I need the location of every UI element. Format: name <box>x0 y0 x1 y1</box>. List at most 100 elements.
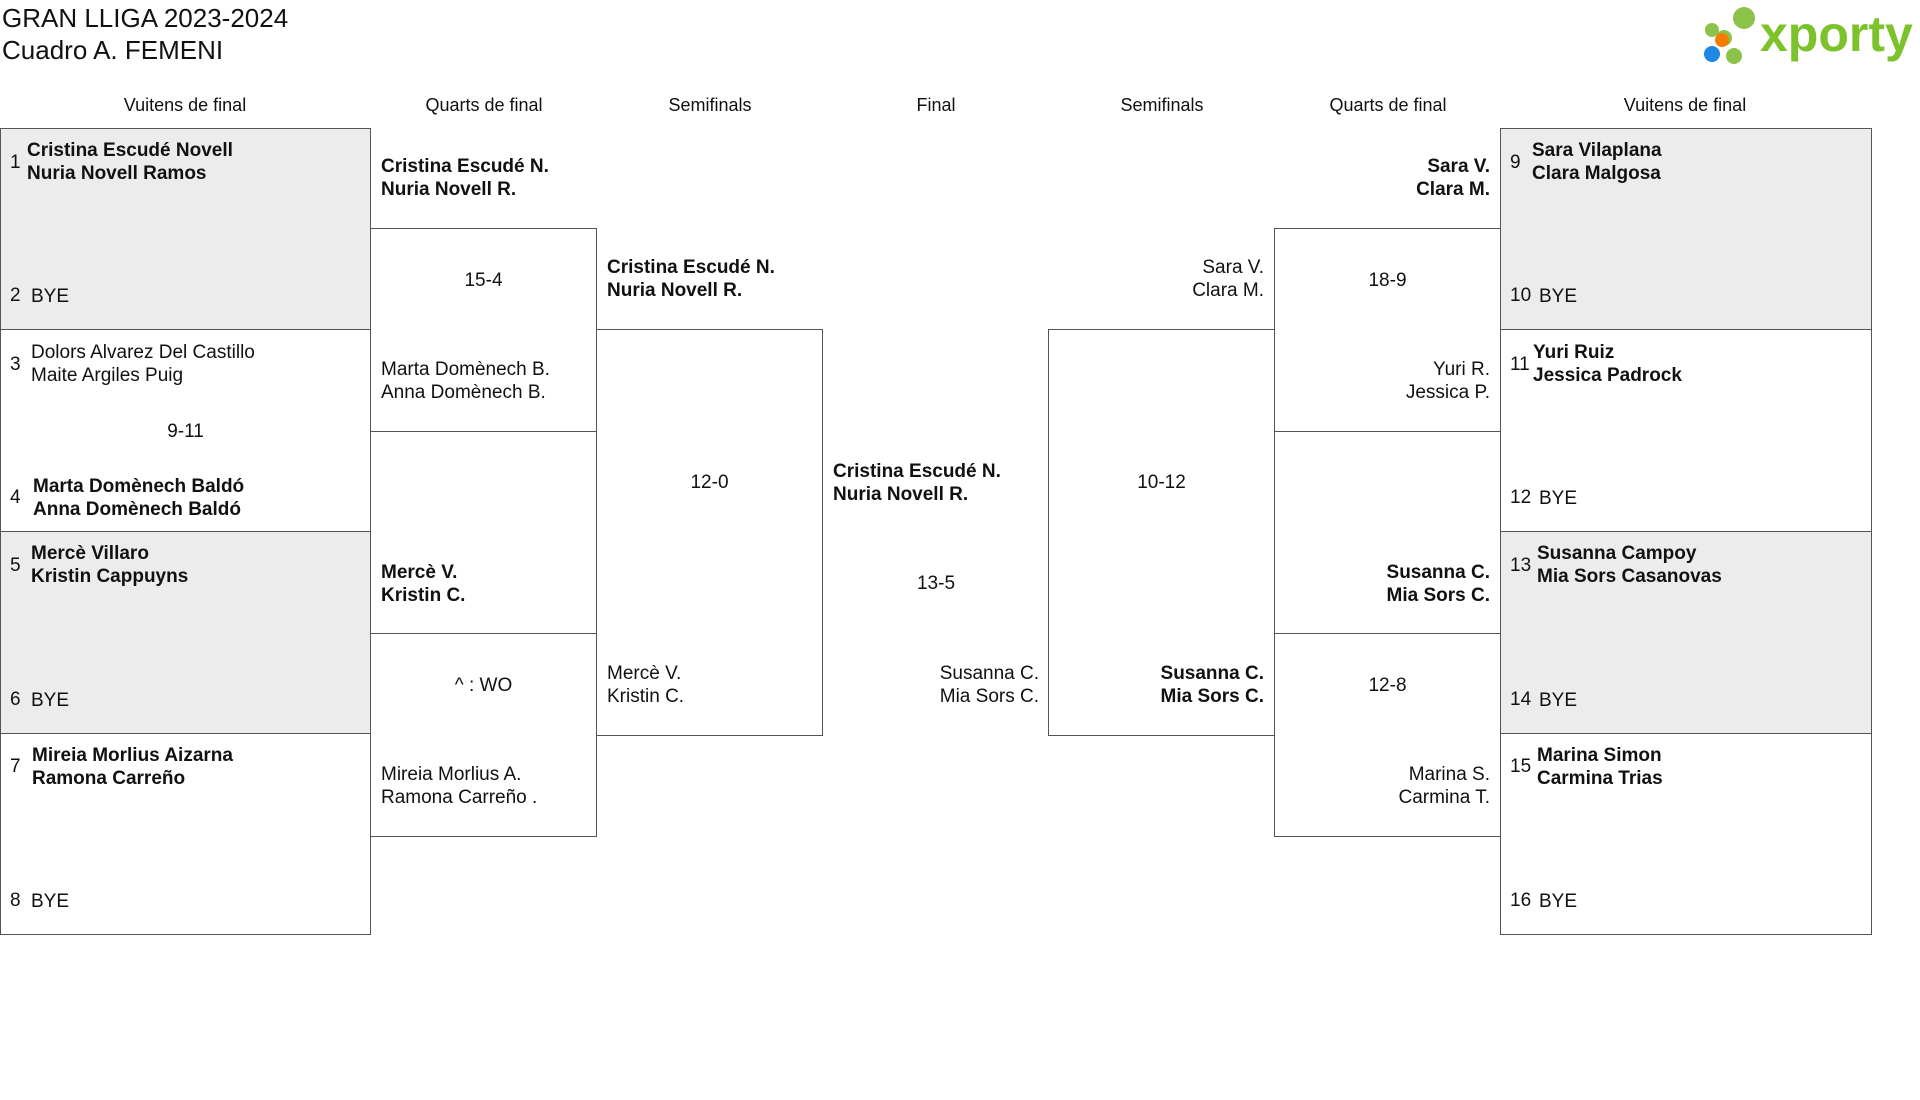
team-entry: Marina Simon Carmina Trias <box>1537 744 1663 790</box>
player-name: Mia Sors C. <box>1386 585 1490 606</box>
player-name: Sara V. <box>1202 257 1264 278</box>
bye-label: BYE <box>31 286 70 307</box>
team-entry: Susanna Campoy Mia Sors Casanovas <box>1537 542 1722 588</box>
match-score: ^ : WO <box>454 675 513 696</box>
team-entry: Mercè V. Kristin C. <box>381 561 465 607</box>
seed-number: 15 <box>1510 756 1532 777</box>
match-box <box>1048 329 1275 736</box>
round-header-qf-right: Quarts de final <box>1329 95 1447 115</box>
player-name: Anna Domènech Baldó <box>33 499 241 520</box>
team-entry: Cristina Escudé N. Nuria Novell R. <box>381 155 549 201</box>
seed-number: 1 <box>10 152 21 173</box>
match-box <box>1500 128 1872 330</box>
seed-number: 10 <box>1510 285 1532 306</box>
team-entry: Sara V. Clara M. <box>1048 256 1264 302</box>
seed-number: 14 <box>1510 689 1532 710</box>
seed-number: 16 <box>1510 890 1532 911</box>
player-name: Sara V. <box>1427 156 1490 177</box>
logo-text: xporty <box>1760 6 1913 62</box>
player-name: Carmina Trias <box>1537 768 1663 789</box>
seed-number: 4 <box>10 487 21 508</box>
seed-number: 2 <box>10 285 21 306</box>
team-entry: Cristina Escudé Novell Nuria Novell Ramo… <box>27 139 233 185</box>
team-entry: Yuri Ruiz Jessica Padrock <box>1533 341 1682 387</box>
match-box <box>1500 733 1872 935</box>
player-name: Cristina Escudé Novell <box>27 140 233 161</box>
player-name: Mia Sors C. <box>1160 686 1264 707</box>
team-entry: Cristina Escudé N. Nuria Novell R. <box>833 460 1001 506</box>
player-name: Mercè V. <box>381 562 458 583</box>
player-name: Jessica P. <box>1405 382 1490 403</box>
player-name: Nuria Novell R. <box>381 179 517 200</box>
player-name: Kristin C. <box>381 585 466 606</box>
team-entry: Mercè V. Kristin C. <box>607 662 684 708</box>
team-entry: Marta Domènech Baldó Anna Domènech Baldó <box>33 475 244 521</box>
seed-number: 3 <box>10 354 21 375</box>
player-name: Nuria Novell R. <box>833 484 969 505</box>
team-entry: Mercè Villaro Kristin Cappuyns <box>31 542 188 588</box>
match-score: 12-0 <box>690 472 729 493</box>
team-entry: Dolors Alvarez Del Castillo Maite Argile… <box>31 341 255 387</box>
title-line-2: Cuadro A. FEMENI <box>2 35 224 65</box>
seed-number: 13 <box>1510 555 1532 576</box>
player-name: Dolors Alvarez Del Castillo <box>31 342 255 363</box>
bye-label: BYE <box>1539 891 1578 912</box>
team-entry: Cristina Escudé N. Nuria Novell R. <box>607 256 775 302</box>
player-name: Mercè Villaro <box>31 543 149 564</box>
match-box <box>596 329 823 736</box>
player-name: Marina Simon <box>1537 745 1662 766</box>
team-entry: Sara Vilaplana Clara Malgosa <box>1532 139 1662 185</box>
bye-label: BYE <box>1539 488 1578 509</box>
match-score: 12-8 <box>1368 675 1407 696</box>
player-name: Clara Malgosa <box>1532 163 1661 184</box>
round-header-r16-right: Vuitens de final <box>1623 95 1747 115</box>
player-name: Clara M. <box>1192 280 1264 301</box>
seed-number: 5 <box>10 555 21 576</box>
player-name: Mireia Morlius Aizarna <box>32 745 233 766</box>
player-name: Cristina Escudé N. <box>607 257 775 278</box>
xporty-logo: xporty <box>1698 4 1920 68</box>
player-name: Mercè V. <box>607 663 682 684</box>
player-name: Mia Sors Casanovas <box>1537 566 1722 587</box>
player-name: Mireia Morlius A. <box>381 764 522 785</box>
player-name: Ramona Carreño . <box>381 787 538 808</box>
seed-number: 6 <box>10 689 21 710</box>
player-name: Yuri R. <box>1432 359 1490 380</box>
team-entry: Yuri R. Jessica P. <box>1274 358 1490 404</box>
player-name: Marta Domènech B. <box>381 359 550 380</box>
seed-number: 12 <box>1510 487 1532 508</box>
bye-label: BYE <box>31 891 70 912</box>
player-name: Kristin Cappuyns <box>31 566 189 587</box>
team-entry: Sara V. Clara M. <box>1274 155 1490 201</box>
team-entry: Susanna C. Mia Sors C. <box>1274 561 1490 607</box>
player-name: Nuria Novell R. <box>607 280 743 301</box>
logo-dots-icon <box>1704 7 1755 64</box>
match-score: 18-9 <box>1368 270 1407 291</box>
player-name: Clara M. <box>1416 179 1490 200</box>
player-name: Maite Argiles Puig <box>31 365 184 386</box>
bye-label: BYE <box>1539 690 1578 711</box>
player-name: Cristina Escudé N. <box>381 156 549 177</box>
player-name: Marina S. <box>1408 764 1490 785</box>
round-header-sf-right: Semifinals <box>1120 95 1204 115</box>
player-name: Yuri Ruiz <box>1533 342 1615 363</box>
player-name: Cristina Escudé N. <box>833 461 1001 482</box>
player-name: Marta Domènech Baldó <box>33 476 245 497</box>
player-name: Anna Domènech B. <box>381 382 546 403</box>
player-name: Mia Sors C. <box>939 686 1039 707</box>
title-line-1: GRAN LLIGA 2023-2024 <box>2 3 289 33</box>
team-entry: Susanna C. Mia Sors C. <box>1048 662 1264 708</box>
player-name: Kristin C. <box>607 686 685 707</box>
player-name: Susanna C. <box>1386 562 1490 583</box>
player-name: Jessica Padrock <box>1533 365 1682 386</box>
round-header-sf-left: Semifinals <box>668 95 752 115</box>
bye-label: BYE <box>1539 286 1578 307</box>
team-entry: Susanna C. Mia Sors C. <box>822 662 1039 708</box>
player-name: Carmina T. <box>1398 787 1490 808</box>
seed-number: 8 <box>10 890 21 911</box>
team-entry: Mireia Morlius A. Ramona Carreño . <box>381 763 537 809</box>
seed-number: 7 <box>10 756 21 777</box>
page-title: GRAN LLIGA 2023-2024 Cuadro A. FEMENI <box>2 2 288 66</box>
player-name: Susanna C. <box>1160 663 1264 684</box>
match-score: 9-11 <box>167 421 204 442</box>
